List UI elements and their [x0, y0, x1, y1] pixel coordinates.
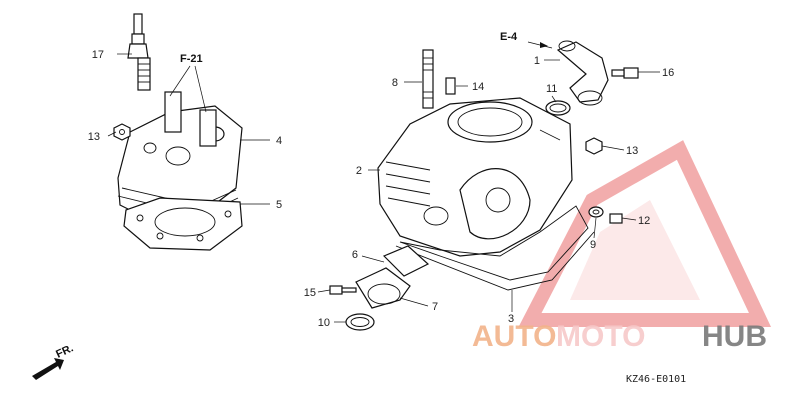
- ref-f21[interactable]: F-21: [180, 53, 203, 65]
- nut-13-part[interactable]: [113, 123, 131, 141]
- watermark-auto: AUTO: [472, 320, 556, 353]
- callout-10[interactable]: 10: [318, 317, 330, 329]
- callout-2[interactable]: 2: [356, 165, 362, 177]
- callout-16[interactable]: 16: [662, 67, 674, 79]
- watermark-hub: HUB: [702, 320, 767, 353]
- callout-4[interactable]: 4: [276, 135, 282, 147]
- o-ring-10-part[interactable]: [345, 313, 375, 331]
- callout-3[interactable]: 3: [508, 313, 514, 325]
- callout-9[interactable]: 9: [590, 239, 596, 251]
- water-joint-part[interactable]: [556, 40, 609, 106]
- spark-plug-part[interactable]: [127, 13, 151, 91]
- watermark-text: AUTO MOTO HUB: [472, 320, 767, 353]
- bolt-12-part[interactable]: [609, 213, 623, 224]
- callout-15[interactable]: 15: [304, 287, 316, 299]
- cylinder-part[interactable]: [377, 97, 573, 257]
- front-label: FR.: [54, 342, 75, 360]
- watermark-moto: MOTO: [556, 320, 645, 353]
- bolt-15-part[interactable]: [329, 285, 357, 295]
- ref-e4[interactable]: E-4: [500, 31, 518, 43]
- callout-13b[interactable]: 13: [626, 145, 638, 157]
- washer-9-part[interactable]: [588, 206, 604, 218]
- bolt-16-part[interactable]: [611, 67, 639, 79]
- head-gasket-part[interactable]: [123, 197, 243, 251]
- nut-13b-part[interactable]: [585, 137, 603, 155]
- callout-17[interactable]: 17: [92, 49, 104, 61]
- intake-insulator-part[interactable]: [355, 267, 411, 309]
- o-ring-11-part[interactable]: [545, 100, 571, 116]
- callout-5[interactable]: 5: [276, 199, 282, 211]
- base-gasket-part[interactable]: [395, 205, 595, 291]
- front-arrow-icon: [32, 358, 64, 380]
- callout-7[interactable]: 7: [432, 301, 438, 313]
- stud-bolt-part[interactable]: [422, 49, 434, 109]
- callout-8[interactable]: 8: [392, 77, 398, 89]
- callout-11[interactable]: 11: [546, 83, 557, 95]
- reed-valve-gasket-part[interactable]: [382, 245, 430, 277]
- leader-lines: [107, 41, 660, 323]
- callout-1[interactable]: 1: [534, 55, 540, 67]
- diagram-code: KZ46-E0101: [626, 374, 686, 385]
- callout-12[interactable]: 12: [638, 215, 650, 227]
- dowel-pin-part[interactable]: [445, 77, 456, 95]
- callout-13[interactable]: 13: [88, 131, 100, 143]
- callout-14[interactable]: 14: [472, 81, 484, 93]
- callout-6[interactable]: 6: [352, 249, 358, 261]
